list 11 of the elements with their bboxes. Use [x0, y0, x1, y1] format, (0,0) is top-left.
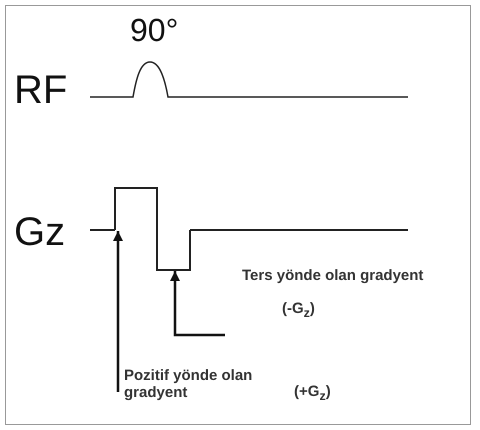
axis-label: Gz — [14, 212, 66, 252]
positive-gradient-lobe — [114, 187, 158, 230]
negative-gradient-lobe — [156, 230, 191, 271]
annotation-text: Pozitif yönde olan gradyent — [124, 367, 254, 402]
gradient-symbol: (-G$_{z}$) — [282, 300, 315, 320]
annotation-text: Ters yönde olan gradyent — [242, 267, 424, 284]
angle-label: 90° — [130, 14, 178, 46]
gradient-symbol: (+G$_{z}$) — [294, 383, 331, 404]
axis-label: RF — [14, 70, 68, 110]
leader-arrow — [170, 271, 225, 336]
leader-arrow — [113, 231, 123, 392]
